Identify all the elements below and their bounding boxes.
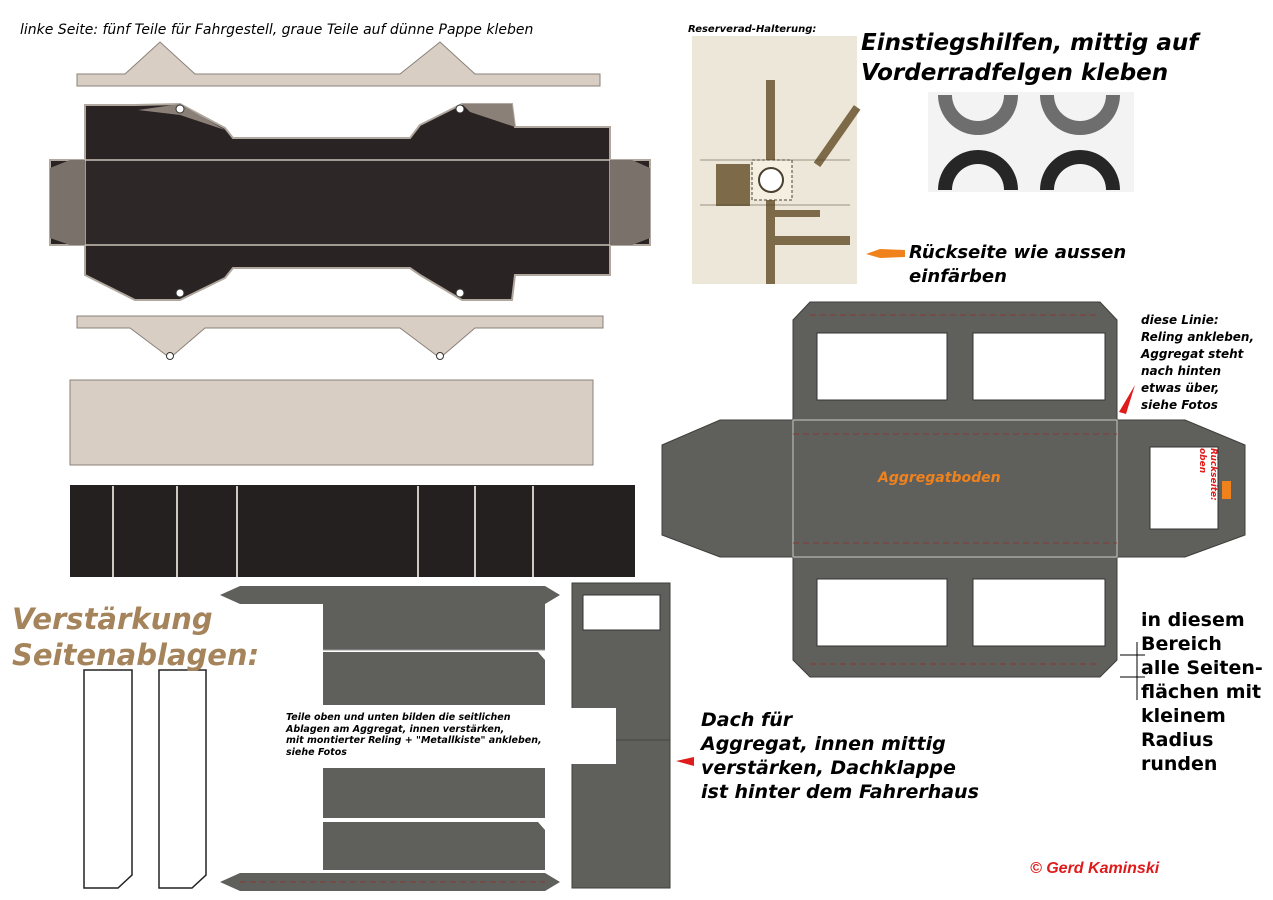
red-arrow-line <box>1119 385 1135 414</box>
orange-arrow <box>866 249 905 258</box>
step-rings-image <box>928 92 1134 192</box>
side-tray-bottom <box>220 768 560 891</box>
step-title-line1: Einstiegshilfen, mittig auf <box>861 30 1199 56</box>
reinforcement-strip-2 <box>158 669 207 889</box>
aggregate-floor-label: Aggregatboden <box>878 470 1001 486</box>
back-color-line1: Rückseite wie aussen <box>909 242 1127 263</box>
line-note: diese Linie:Reling ankleben,Aggregat ste… <box>1141 313 1255 412</box>
side-note: Teile oben und unten bilden die seitlich… <box>236 708 616 764</box>
reinforce-title-line2: Seitenablagen: <box>12 638 260 672</box>
aggregate-floor-net <box>661 301 1246 678</box>
reinforcement-strip-1 <box>83 669 133 889</box>
side-tray-top <box>220 586 560 705</box>
chassis-main-part <box>49 102 651 301</box>
reinforce-title-line1: Verstärkung <box>12 602 213 636</box>
chassis-strip-bottom <box>76 315 604 359</box>
step-title-line2: Vorderradfelgen kleben <box>861 60 1169 86</box>
chassis-dark-strip <box>70 485 635 577</box>
chassis-strip-top <box>76 41 601 87</box>
back-color-line2: einfärben <box>909 266 1007 287</box>
spare-wheel-label: Reserverad-Halterung: <box>688 24 817 35</box>
left-title: linke Seite: fünf Teile für Fahrgestell,… <box>20 22 534 38</box>
chassis-tan-plate <box>69 379 594 466</box>
spare-wheel-holder-image <box>692 36 861 284</box>
copyright: © Gerd Kaminski <box>1030 860 1160 877</box>
red-arrow-roof <box>676 757 694 766</box>
